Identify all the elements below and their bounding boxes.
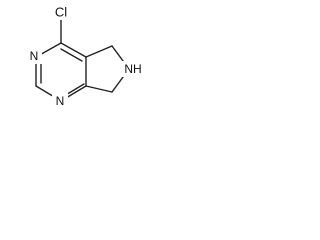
cl-label-mask — [51, 4, 71, 20]
atom-label-group: Cl N N NH — [30, 5, 142, 109]
molecule-canvas: Cl N N NH — [0, 0, 156, 138]
nh-atom-label: NH — [124, 62, 141, 76]
bond-c7-c7a — [85, 85, 113, 93]
n-upper-label-mask — [26, 48, 42, 64]
bond-c4a-c4 — [60, 42, 87, 58]
bond-c4a-c5 — [85, 45, 113, 58]
atom-mask-group — [26, 4, 146, 109]
nh-label-mask — [120, 61, 146, 77]
lower-nitrogen-atom-label: N — [56, 94, 65, 108]
chemical-structure: Cl N N NH — [26, 4, 146, 109]
upper-nitrogen-atom-label: N — [30, 49, 39, 63]
bond-group — [35, 19, 130, 102]
bond-c4a-c4-double — [60, 48, 83, 62]
chlorine-atom-label: Cl — [55, 5, 67, 20]
n-lower-label-mask — [52, 93, 68, 109]
